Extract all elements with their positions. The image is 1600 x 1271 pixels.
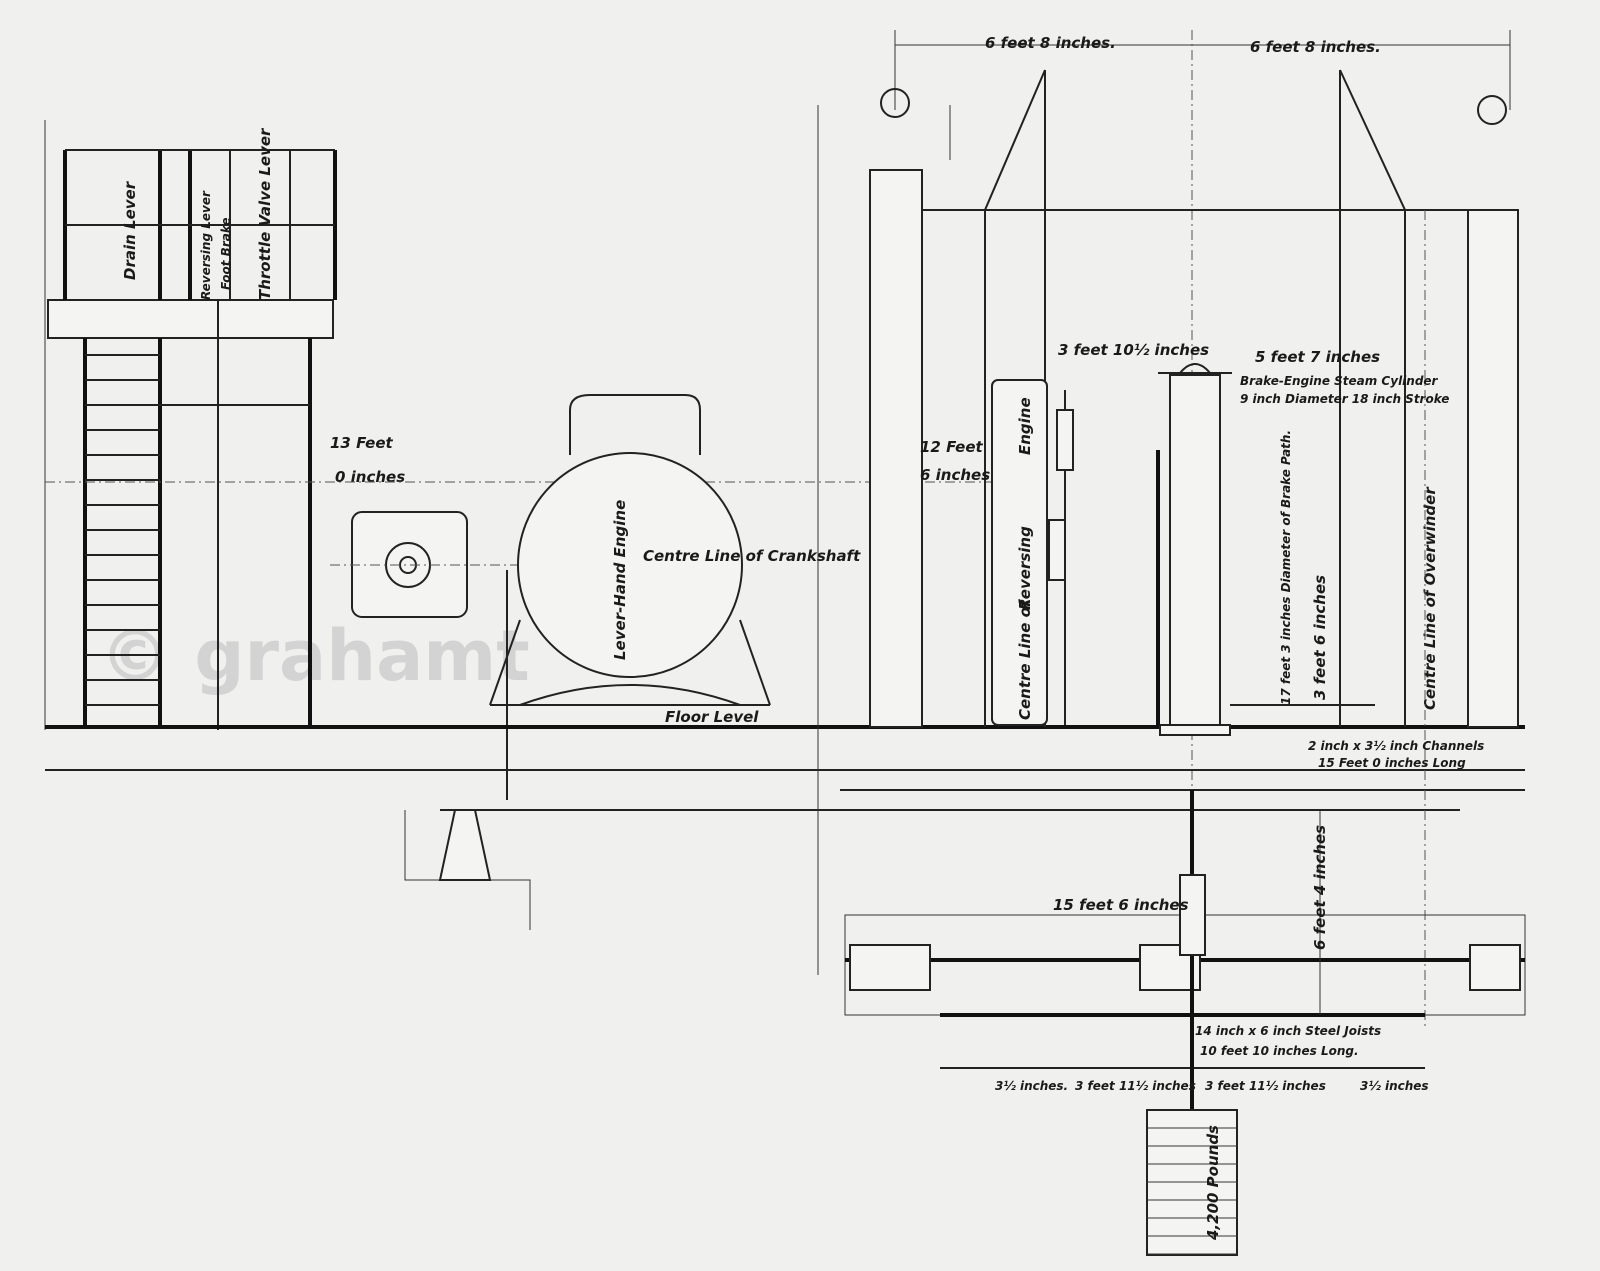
pit-width-dim: 15 feet 6 inches — [1053, 896, 1189, 914]
floor-level-label: Floor Level — [665, 708, 759, 726]
platform-height-feet: 13 Feet — [330, 434, 394, 452]
headgear-frame — [817, 69, 1519, 975]
joists-label-2: 10 feet 10 inches Long. — [1200, 1044, 1359, 1058]
brake-path-dim: 17 feet 3 inches Diameter of Brake Path. — [1279, 430, 1293, 705]
pit-depth-dim: 6 feet 4 inches — [1311, 825, 1329, 950]
watermark: © grahamt — [100, 615, 530, 697]
top-left-dim: 6 feet 8 inches. — [985, 34, 1116, 52]
reversing-engine-label-1: Engine — [1016, 397, 1034, 455]
throttle-valve-lever-label: Throttle Valve Lever — [256, 127, 274, 300]
lever-hand-engine — [489, 394, 771, 800]
brake-height-dim: 3 feet 6 inches — [1311, 575, 1329, 700]
channels-label-1: 2 inch x 3½ inch Channels — [1308, 739, 1484, 753]
crankshaft-label: Centre Line of Crankshaft — [643, 547, 861, 565]
brake-cylinder-label-2: 9 inch Diameter 18 inch Stroke — [1240, 392, 1449, 406]
lever-hand-engine-label: Lever-Hand Engine — [611, 500, 629, 660]
foot-brake-label: Foot Brake — [219, 217, 233, 290]
foundation-pit — [404, 790, 1526, 1120]
channels-label-2: 15 Feet 0 inches Long — [1318, 756, 1466, 770]
joists-label-1: 14 inch x 6 inch Steel Joists — [1195, 1024, 1381, 1038]
bottom-dim-a: 3½ inches. — [995, 1079, 1068, 1093]
drain-lever-label: Drain Lever — [121, 180, 139, 280]
gear-box — [330, 511, 520, 618]
reversing-lever-label: Reversing Lever — [199, 190, 213, 300]
brake-cylinder-label-1: Brake-Engine Steam Cylinder — [1240, 374, 1439, 388]
brake-span-dim: 5 feet 7 inches — [1255, 348, 1380, 366]
bottom-dim-d: 3½ inches — [1360, 1079, 1429, 1093]
engine-height-inches: 6 inches — [920, 466, 990, 484]
reversing-span-dim: 3 feet 10½ inches — [1058, 341, 1209, 359]
overwinder-label: Centre Line of Overwinder — [1421, 486, 1439, 710]
counterweight — [1146, 1109, 1238, 1256]
reversing-engine-label-3: Centre Line of — [1016, 598, 1034, 720]
reversing-engine — [991, 379, 1074, 726]
engine-height-feet: 12 Feet — [920, 438, 984, 456]
top-right-dim: 6 feet 8 inches. — [1250, 38, 1381, 56]
reversing-engine-label-2: Reversing — [1016, 526, 1034, 610]
brake-engine — [1156, 363, 1375, 736]
bottom-dim-b: 3 feet 11½ inches — [1075, 1079, 1196, 1093]
operating-platform — [44, 120, 337, 730]
platform-height-inches: 0 inches — [335, 468, 405, 486]
weight-label: 4,200 Pounds — [1204, 1125, 1222, 1241]
bottom-dim-c: 3 feet 11½ inches — [1205, 1079, 1326, 1093]
